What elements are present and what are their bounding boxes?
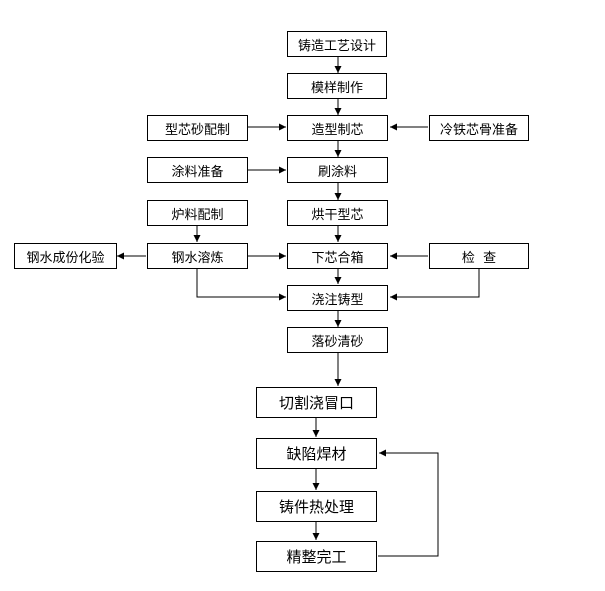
node-label: 钢水成份化验	[26, 250, 105, 266]
node-core-sand-mixing: 型芯砂配制	[147, 115, 248, 141]
node-core-closing: 下芯合箱	[287, 243, 388, 269]
node-label: 精整完工	[286, 548, 347, 566]
node-label: 烘干型芯	[311, 207, 364, 223]
arrow-finishing-loop-to-welding	[378, 449, 439, 557]
node-label: 浇注铸型	[311, 292, 364, 308]
node-inspection: 检 查	[429, 243, 529, 269]
node-label: 钢水溶炼	[171, 250, 224, 266]
node-heat-treatment: 铸件热处理	[256, 491, 377, 522]
node-steel-analysis: 钢水成份化验	[14, 243, 117, 269]
node-dry-molds: 烘干型芯	[287, 200, 388, 226]
node-label: 造型制芯	[311, 122, 364, 138]
node-label: 铸造工艺设计	[297, 38, 376, 54]
node-label: 下芯合箱	[311, 250, 364, 266]
node-label: 型芯砂配制	[164, 122, 230, 138]
node-label: 切割浇冒口	[278, 394, 354, 412]
node-label: 冷铁芯骨准备	[439, 122, 518, 138]
node-pattern-making: 模样制作	[287, 73, 387, 99]
node-label: 模样制作	[310, 80, 363, 96]
node-shakeout: 落砂清砂	[287, 327, 388, 353]
node-label: 检 查	[461, 250, 497, 266]
node-steel-melting: 钢水溶炼	[147, 243, 248, 269]
node-label: 刷涂料	[317, 164, 357, 180]
node-brush-coating: 刷涂料	[287, 157, 388, 183]
node-molding-coremaking: 造型制芯	[287, 115, 388, 141]
node-label: 炉料配制	[171, 207, 224, 223]
arrow-inspection-to-pouring	[390, 269, 480, 301]
node-riser-cutting: 切割浇冒口	[256, 387, 377, 418]
node-label: 落砂清砂	[311, 334, 364, 350]
node-furnace-charge: 炉料配制	[147, 200, 248, 226]
node-coating-prep: 涂料准备	[147, 157, 248, 183]
node-pouring: 浇注铸型	[287, 285, 388, 311]
node-finishing: 精整完工	[256, 541, 377, 572]
node-defect-welding: 缺陷焊材	[256, 438, 377, 469]
node-label: 缺陷焊材	[286, 445, 347, 463]
node-label: 涂料准备	[171, 164, 224, 180]
node-chill-core-prep: 冷铁芯骨准备	[429, 115, 529, 141]
arrow-melting-to-pouring	[196, 269, 286, 301]
node-label: 铸件热处理	[278, 498, 354, 516]
node-casting-design: 铸造工艺设计	[287, 31, 387, 57]
